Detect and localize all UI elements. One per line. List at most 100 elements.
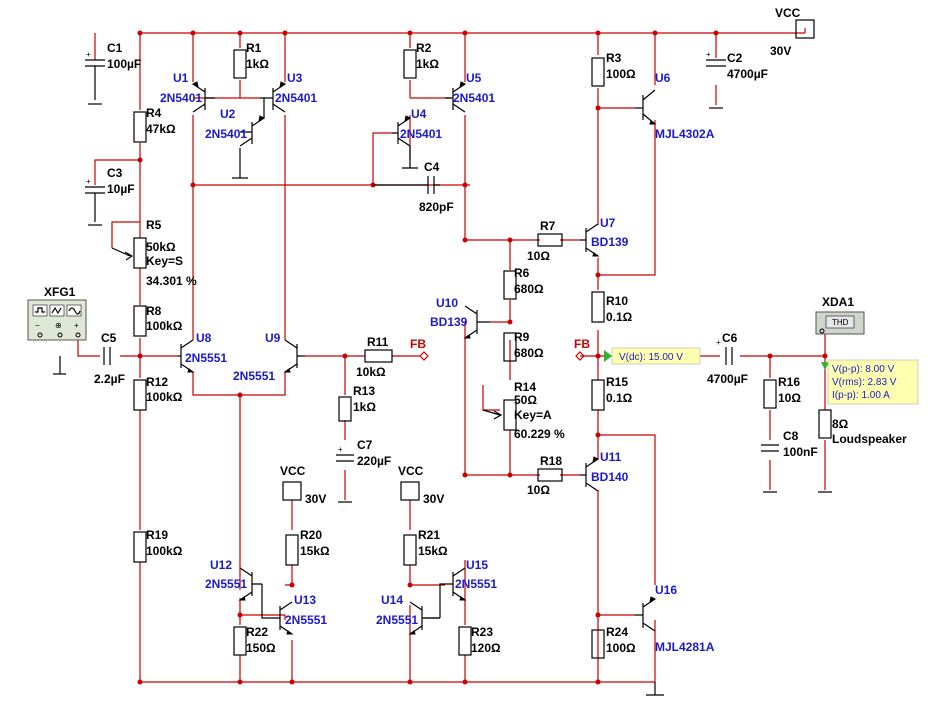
capacitors: + + + + + [53,50,832,503]
C7-symbol[interactable] [336,454,354,462]
supply-symbols [282,19,815,501]
R4-body[interactable] [133,111,147,143]
R3-body[interactable] [591,57,605,87]
R24-value: 100Ω [606,641,636,655]
R5-setting: 34.301 % [146,274,197,288]
R22-value: 150Ω [246,641,276,655]
C8-symbol[interactable] [761,444,779,452]
R10-body[interactable] [591,291,605,323]
U11-transistor[interactable] [580,456,600,492]
svg-text:+: + [86,177,91,186]
xfg1-label: XFG1 [44,285,76,299]
R15-ref: R15 [606,375,628,389]
svg-text:+: + [706,50,711,59]
C6-symbol[interactable] [725,347,733,365]
transistors [178,81,657,635]
U3-ref: U3 [287,71,303,85]
U11-ref: U11 [600,450,622,464]
U9-ref: U9 [265,331,281,345]
junctions [137,30,828,685]
distortion-analyzer[interactable] [815,311,865,335]
R18-body[interactable] [537,468,563,482]
fb-out-connector[interactable] [419,351,429,361]
U10-transistor[interactable] [463,305,490,339]
U15-transistor[interactable] [439,567,467,618]
R19-body[interactable] [133,531,147,563]
U9-part: 2N5551 [233,369,275,383]
R5-body[interactable] [133,237,147,269]
R15-body[interactable] [591,379,605,411]
fb-in-connector[interactable] [575,351,585,361]
C8-ref: C8 [783,429,799,443]
R2-ref: R2 [416,41,432,55]
R7-body[interactable] [537,233,563,247]
svg-text:⊕: ⊕ [55,321,62,330]
R14-value: 50Ω [514,393,537,407]
vcc-main-box[interactable] [795,19,815,39]
R19-value: 100kΩ [146,544,183,558]
U1-transistor[interactable] [191,81,215,113]
vcc-right-box[interactable] [400,481,420,501]
C4-symbol[interactable] [373,176,440,194]
R8-body[interactable] [133,305,147,337]
U13-transistor[interactable] [261,584,294,635]
ac-probe[interactable] [821,359,919,405]
R12-body[interactable] [133,379,147,411]
vcc-left-label: VCC [280,464,306,478]
R11-body[interactable] [364,349,393,363]
U3-transistor[interactable] [260,81,287,113]
function-generator[interactable]: − ⊕ + [27,299,87,341]
U14-transistor[interactable] [408,601,440,635]
C5-symbol[interactable] [103,347,111,365]
U5-part: 2N5401 [453,91,495,105]
U16-ref: U16 [655,583,677,597]
R9-body[interactable] [503,332,517,362]
R21-body[interactable] [403,534,417,566]
R14-setting: 60.229 % [514,427,565,441]
speaker-body[interactable] [818,409,832,439]
U6-part: MJL4302A [655,127,715,141]
R5-key: Key=S [146,254,183,268]
U9-transistor[interactable] [283,339,305,373]
R14-body[interactable] [503,399,517,431]
U8-transistor[interactable] [178,339,195,373]
C2-symbol[interactable] [706,59,726,67]
U2-transistor[interactable] [239,98,266,147]
R7-ref: R7 [540,219,556,233]
sine-wave-icon [66,304,82,317]
dc-probe[interactable] [604,347,701,365]
R5-ref: R5 [146,218,162,232]
U2-part: 2N5401 [205,127,247,141]
R14-ref: R14 [514,380,536,394]
fb-out-label: FB [410,337,426,351]
U12-transistor[interactable] [238,567,262,601]
R22-body[interactable] [233,626,247,656]
U6-transistor[interactable] [635,89,657,125]
U4-transistor[interactable] [392,115,412,160]
R9-value: 680Ω [514,346,544,360]
R23-ref: R23 [471,625,493,639]
U5-transistor[interactable] [445,81,467,113]
vcc-main-value: 30V [770,44,791,58]
U16-transistor[interactable] [635,596,657,632]
R16-ref: R16 [778,375,800,389]
U7-transistor[interactable] [580,223,600,257]
R13-body[interactable] [338,396,352,422]
vcc-left-box[interactable] [282,481,302,501]
R9-ref: R9 [514,330,530,344]
R20-body[interactable] [285,534,299,566]
R18-ref: R18 [540,454,562,468]
C1-symbol[interactable] [85,59,105,100]
U13-part: 2N5551 [285,613,327,627]
speaker-name: Loudspeaker [832,432,907,446]
C2-value: 4700µF [727,67,768,81]
C5-value: 2.2µF [94,372,125,386]
R23-body[interactable] [458,626,472,656]
R2-body[interactable] [403,49,417,79]
R16-body[interactable] [763,379,777,409]
R6-body[interactable] [503,270,517,300]
R24-body[interactable] [591,629,605,659]
C3-symbol[interactable] [85,186,105,222]
R1-body[interactable] [233,49,247,79]
